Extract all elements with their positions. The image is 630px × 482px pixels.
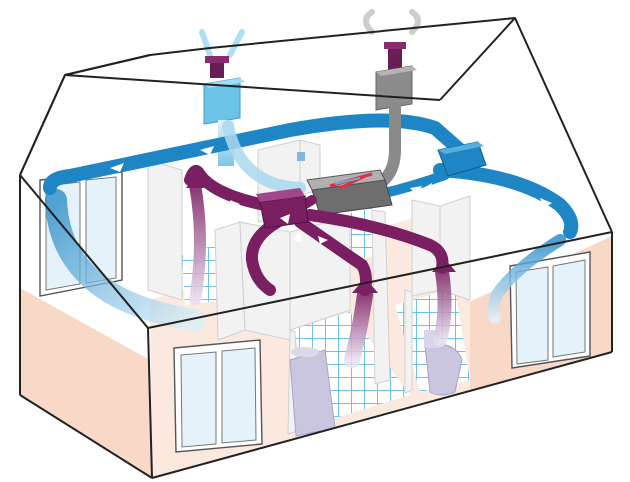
window-front [173,339,263,453]
heat-recovery-unit [306,169,393,216]
window-right [509,251,591,369]
kitchen-socket [297,152,305,161]
flow-arrows [110,146,556,244]
bathtub [289,347,336,437]
supply-distribution-box [437,141,487,177]
floor-left [20,288,152,478]
exhaust-outlet [363,9,421,111]
extract-collection-box [256,188,309,229]
house-outline [19,17,613,479]
